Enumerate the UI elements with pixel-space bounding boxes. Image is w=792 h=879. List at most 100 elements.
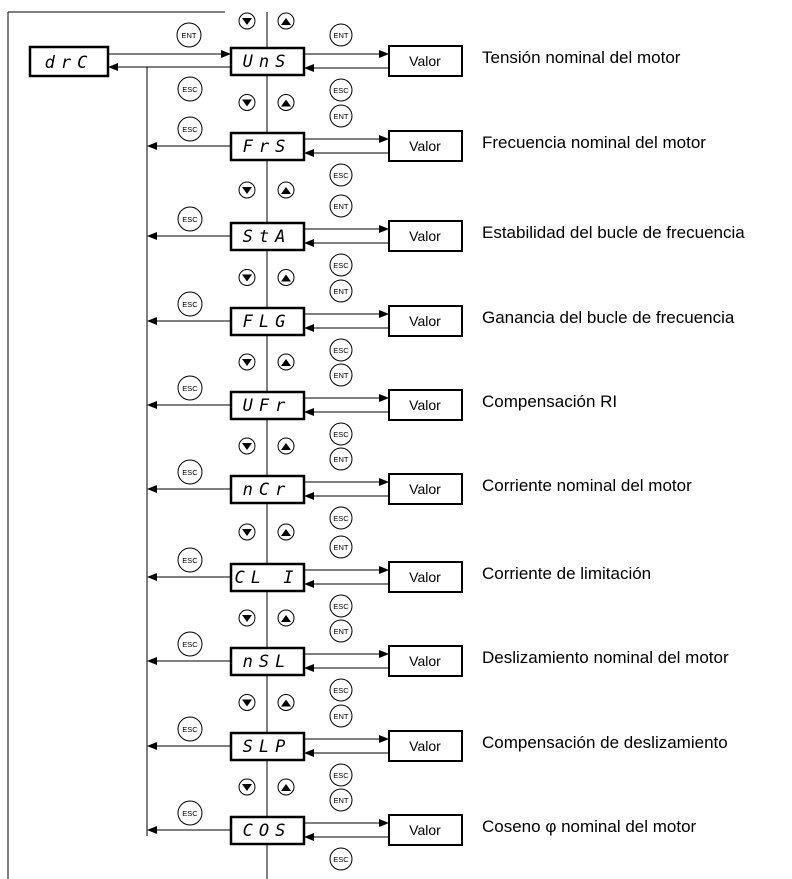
esc-button-label: ESC: [333, 771, 349, 780]
esc-return-button-label: ESC: [182, 556, 198, 565]
esc-button[interactable]: ESC: [329, 594, 353, 618]
esc-button[interactable]: ESC: [329, 763, 353, 787]
down-button[interactable]: [238, 353, 256, 371]
parameter-code-box[interactable]: [229, 731, 306, 762]
parameter-code-box[interactable]: [229, 815, 306, 846]
down-button[interactable]: [238, 778, 256, 796]
up-button[interactable]: [277, 269, 295, 286]
esc-button[interactable]: ESC: [329, 338, 353, 362]
valor-box[interactable]: [388, 645, 463, 677]
parameter-code-box[interactable]: [229, 131, 306, 162]
parameter-code-box[interactable]: [229, 221, 306, 252]
esc-button[interactable]: ESC: [329, 78, 353, 102]
esc-button[interactable]: ESC: [329, 847, 353, 871]
ent-button[interactable]: ENT: [329, 619, 353, 643]
esc-button[interactable]: ESC: [329, 678, 353, 702]
esc-return-button-label: ESC: [182, 85, 198, 94]
esc-return-button-label: ESC: [182, 384, 198, 393]
esc-button[interactable]: ESC: [329, 506, 353, 530]
ent-button[interactable]: ENT: [329, 788, 353, 812]
ent-button[interactable]: ENT: [329, 194, 353, 218]
esc-return-button-label: ESC: [182, 125, 198, 134]
down-button[interactable]: [238, 181, 256, 199]
esc-button-label: ESC: [333, 602, 349, 611]
esc-button[interactable]: ESC: [329, 163, 353, 187]
esc-return-button[interactable]: ESC: [177, 459, 203, 485]
ent-button[interactable]: ENT: [329, 447, 353, 471]
ent-button[interactable]: ENT: [329, 23, 353, 47]
ent-button-label: ENT: [334, 112, 349, 121]
valor-box[interactable]: [388, 814, 463, 846]
parameter-code: SLP: [243, 737, 292, 757]
esc-return-button-label: ESC: [182, 640, 198, 649]
esc-return-button[interactable]: ESC: [177, 800, 203, 826]
valor-box[interactable]: [388, 730, 463, 762]
up-button[interactable]: [277, 181, 295, 199]
valor-label: Valor: [409, 481, 441, 497]
valor-box[interactable]: [388, 473, 463, 505]
ent-button[interactable]: ENT: [329, 104, 353, 128]
up-button[interactable]: [277, 609, 295, 627]
ent-button[interactable]: ENT: [329, 535, 353, 559]
esc-return-button[interactable]: ESC: [177, 206, 203, 232]
esc-return-button[interactable]: ESC: [177, 291, 203, 317]
down-button-top[interactable]: [238, 12, 256, 30]
esc-return-button[interactable]: ESC: [177, 547, 203, 573]
up-button[interactable]: [277, 94, 295, 111]
ent-button[interactable]: ENT: [329, 279, 353, 303]
up-button[interactable]: [277, 523, 295, 541]
up-button[interactable]: [277, 778, 295, 796]
esc-button-label: ESC: [333, 171, 349, 180]
valor-box[interactable]: [388, 561, 463, 593]
valor-box[interactable]: [388, 45, 463, 77]
valor-box[interactable]: [388, 389, 463, 421]
valor-label: Valor: [409, 397, 441, 413]
esc-return-button[interactable]: ESC: [177, 116, 203, 142]
ent-button[interactable]: ENT: [329, 704, 353, 728]
ent-button[interactable]: ENT: [329, 363, 353, 387]
menu-drc-box[interactable]: [28, 45, 110, 78]
parameter-description: Compensación de deslizamiento: [482, 733, 728, 752]
down-button[interactable]: [238, 609, 256, 627]
esc-button-label: ESC: [333, 855, 349, 864]
parameter-description: Compensación RI: [482, 392, 617, 411]
esc-return-button[interactable]: ESC: [177, 375, 203, 401]
esc-return-button-label: ESC: [182, 809, 198, 818]
parameter-code-box[interactable]: [229, 474, 306, 505]
esc-button[interactable]: ESC: [329, 422, 353, 446]
esc-return-button[interactable]: ESC: [177, 631, 203, 657]
esc-button-label: ESC: [333, 346, 349, 355]
parameter-code-box[interactable]: [229, 390, 306, 421]
down-button[interactable]: [238, 694, 256, 711]
parameter-description: Tensión nominal del motor: [482, 48, 681, 67]
valor-box[interactable]: [388, 130, 463, 162]
up-button[interactable]: [277, 353, 295, 371]
valor-box[interactable]: [388, 220, 463, 252]
esc-return-button[interactable]: ESC: [177, 76, 203, 102]
parameter-description: Coseno φ nominal del motor: [482, 817, 697, 836]
parameter-description: Estabilidad del bucle de frecuencia: [482, 223, 745, 242]
up-button-top[interactable]: [277, 12, 295, 30]
parameter-code-box[interactable]: [229, 46, 306, 77]
down-button[interactable]: [238, 437, 256, 455]
esc-button[interactable]: ESC: [329, 253, 353, 277]
down-button[interactable]: [238, 94, 256, 111]
down-button[interactable]: [238, 523, 256, 541]
ent-button-drc[interactable]: ENT: [176, 22, 202, 48]
up-button[interactable]: [277, 694, 295, 711]
up-button[interactable]: [277, 437, 295, 455]
menu-drc-code: drC: [45, 53, 94, 73]
parameter-code-box[interactable]: [229, 646, 306, 677]
valor-box[interactable]: [388, 305, 463, 337]
esc-return-button-label: ESC: [182, 468, 198, 477]
parameter-code-box[interactable]: [229, 562, 306, 593]
down-button[interactable]: [238, 269, 256, 286]
esc-return-button[interactable]: ESC: [177, 716, 203, 742]
ent-button-drc-label: ENT: [182, 31, 197, 40]
